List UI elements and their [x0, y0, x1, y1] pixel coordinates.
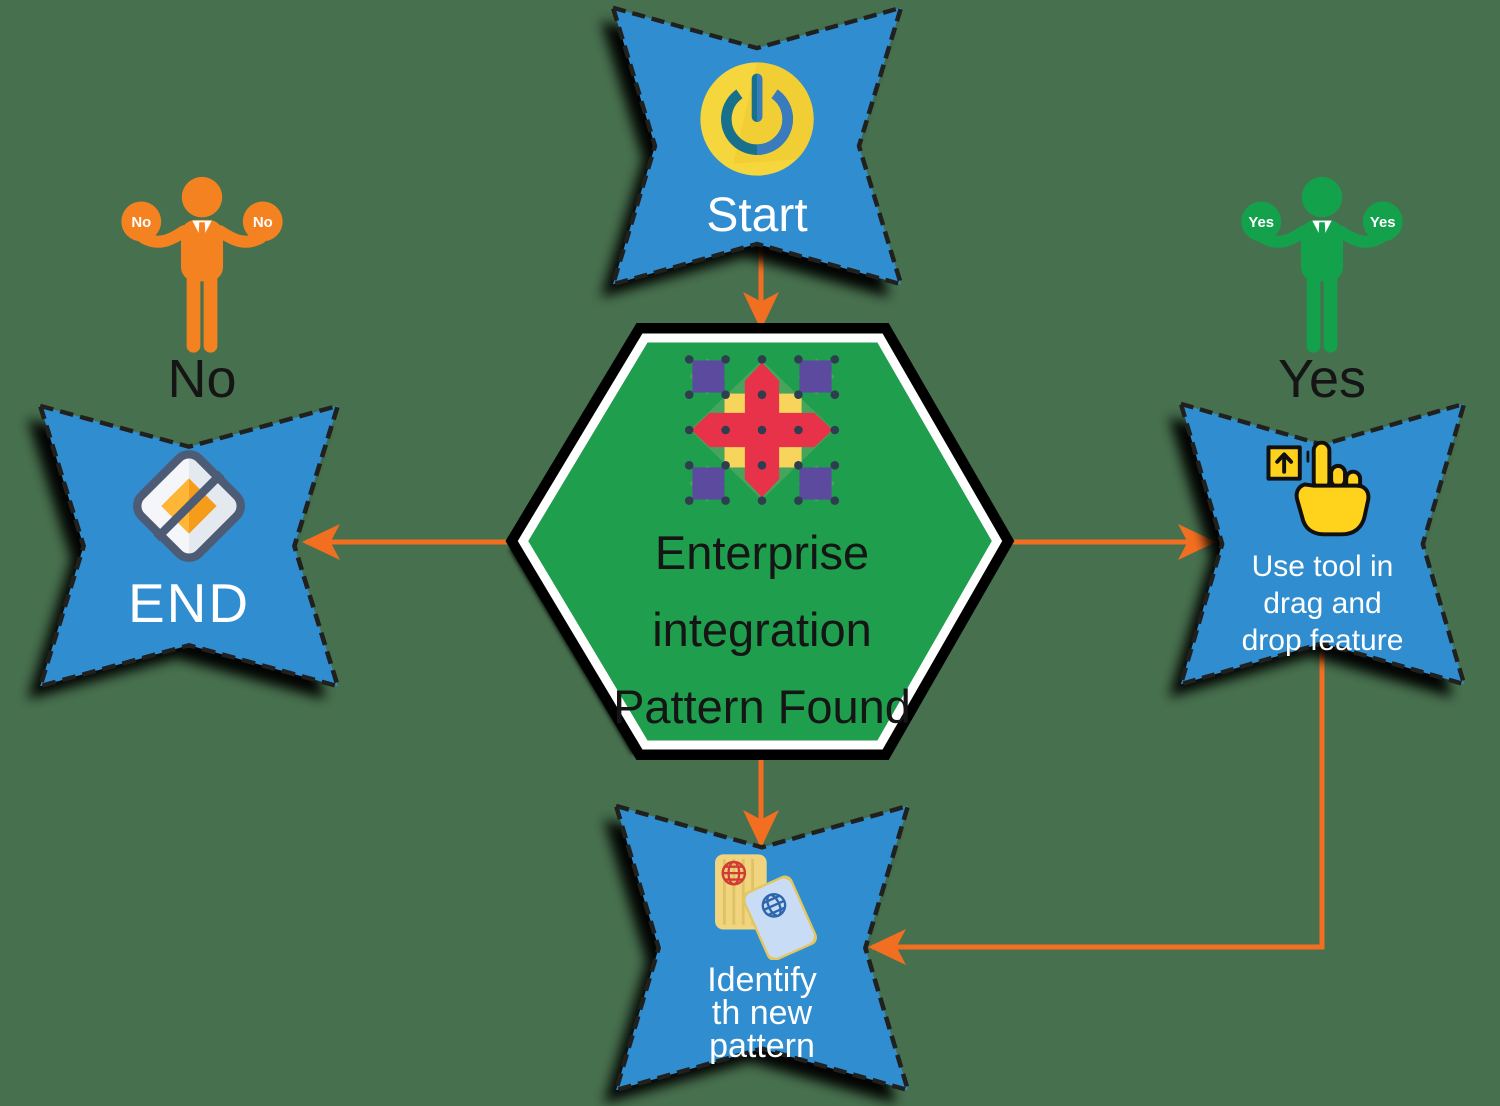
no-label: No — [167, 349, 237, 409]
no-bubble-right: No — [253, 215, 273, 231]
integration-pattern-icon — [684, 355, 840, 505]
end-label: END — [127, 572, 251, 634]
center-label-line2: integration — [652, 603, 872, 656]
node-identify-pattern: Identify th new pattern — [603, 800, 914, 1104]
yes-bubble-right: Yes — [1370, 215, 1396, 231]
yes-label: Yes — [1277, 349, 1367, 409]
passport-cards-icon — [715, 854, 818, 960]
use-tool-label-line3: drop feature — [1241, 624, 1404, 657]
identify-label-line1: Identify — [707, 961, 817, 999]
identify-label-line2: th new — [711, 994, 813, 1032]
center-label-line1: Enterprise — [654, 526, 870, 579]
drag-drop-hand-icon — [1266, 440, 1370, 537]
node-center-pattern-found: Enterprise integration Pattern Found — [505, 323, 1015, 760]
node-end: END — [27, 400, 344, 700]
use-tool-label-line1: Use tool in — [1251, 550, 1394, 583]
road-sign-icon — [133, 450, 245, 562]
node-use-tool: Use tool in drag and drop feature — [1169, 398, 1470, 698]
center-label-line3: Pattern Found — [613, 680, 911, 733]
no-bubble-left: No — [131, 215, 151, 231]
power-icon — [700, 62, 814, 176]
yes-person-icon: Yes Yes — [1241, 174, 1403, 358]
identify-label-line3: pattern — [709, 1027, 815, 1065]
no-person-icon: No No — [121, 174, 283, 358]
yes-bubble-left: Yes — [1248, 215, 1274, 231]
node-start: Start — [601, 2, 907, 298]
start-label: Start — [706, 189, 808, 242]
use-tool-label-line2: drag and — [1263, 587, 1382, 620]
arrow-use-tool-to-identify — [868, 650, 1325, 965]
